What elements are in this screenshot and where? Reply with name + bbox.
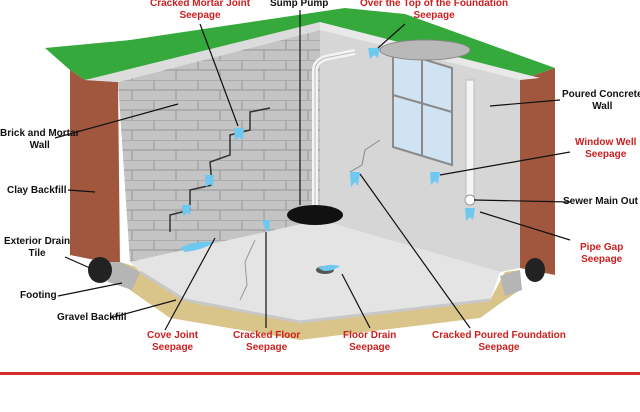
clay-backfill-left bbox=[70, 70, 120, 268]
sump-pit bbox=[287, 205, 343, 225]
footing-right bbox=[500, 270, 522, 296]
bottom-divider bbox=[0, 372, 640, 375]
clay-backfill-right bbox=[520, 68, 555, 275]
label-sewer-main: Sewer Main Out bbox=[563, 196, 639, 207]
label-clay-backfill: Clay Backfill bbox=[7, 185, 67, 196]
gravel-bed bbox=[118, 262, 520, 340]
brick-wall bbox=[118, 30, 320, 262]
leader-lines bbox=[54, 10, 571, 331]
footing-left bbox=[105, 262, 140, 290]
label-sump-pump: Sump Pump bbox=[270, 0, 329, 9]
floor-crack bbox=[239, 239, 256, 301]
wall-crack bbox=[349, 139, 381, 173]
drain-tile-right bbox=[525, 258, 545, 282]
label-footing: Footing bbox=[20, 290, 57, 301]
floor-slab bbox=[130, 220, 500, 322]
window-well bbox=[379, 39, 471, 61]
seepage-marks bbox=[180, 48, 475, 271]
grass bbox=[45, 8, 555, 80]
brick-wall-top bbox=[85, 22, 320, 82]
floor-edge bbox=[139, 270, 491, 324]
drain-tile-left bbox=[88, 257, 112, 283]
label-gravel-backfill: Gravel Backfill bbox=[57, 312, 127, 323]
sewer-pipe bbox=[465, 79, 475, 201]
